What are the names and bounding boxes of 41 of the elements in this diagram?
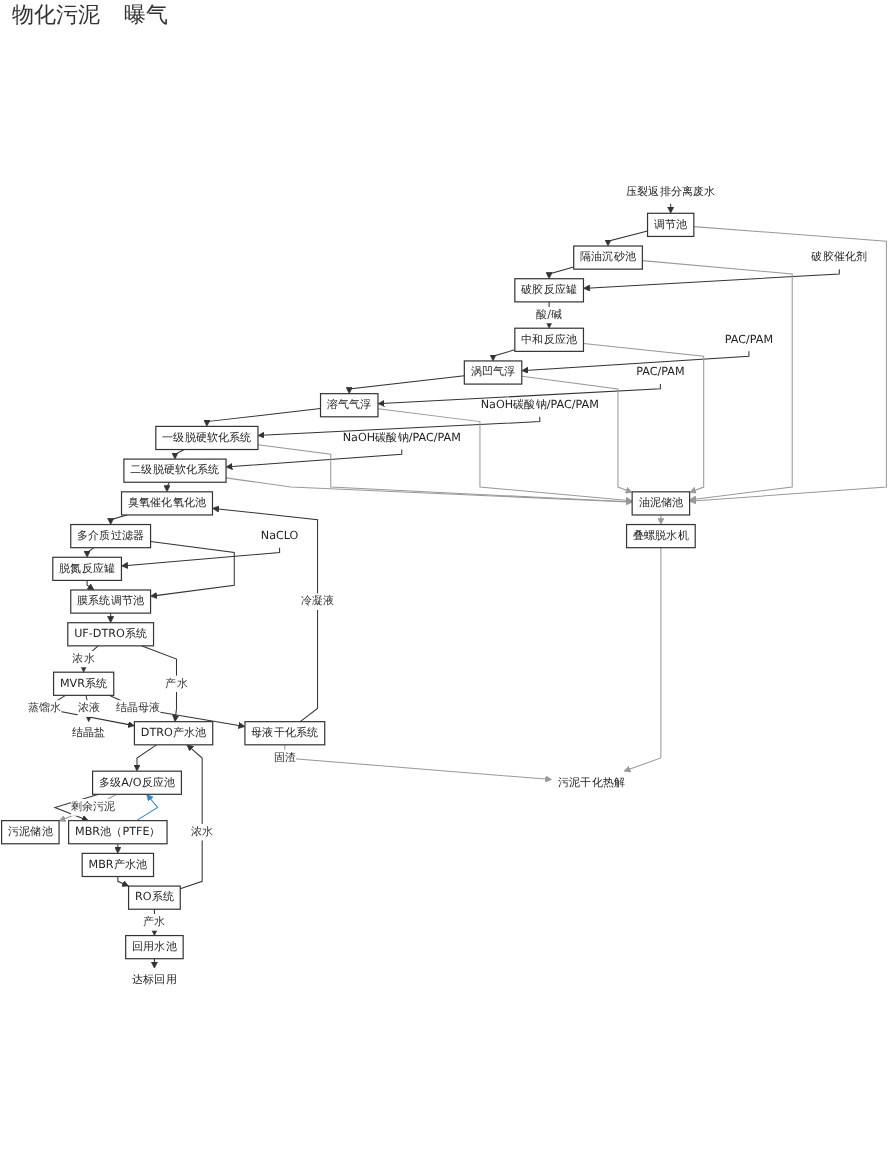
arrow: [604, 230, 649, 247]
arrow: [641, 260, 793, 503]
arrow: [284, 744, 553, 783]
arrow: [667, 203, 675, 214]
arrow: [140, 645, 180, 722]
arrow: [150, 908, 158, 936]
arrow: [108, 694, 246, 729]
arrow: [689, 226, 887, 505]
arrow: [133, 744, 157, 772]
arrow: [521, 350, 750, 374]
arrow: [623, 547, 662, 773]
arrow: [86, 579, 95, 591]
note-text: 物化污泥: [12, 0, 100, 30]
arrow: [83, 547, 95, 558]
arrow: [150, 540, 235, 599]
arrow: [58, 793, 118, 822]
arrow: [225, 449, 403, 471]
note-text: 曝气: [124, 0, 168, 30]
arrow: [179, 744, 203, 890]
arrow: [377, 408, 633, 504]
arrow: [657, 514, 665, 525]
arrow: [121, 547, 281, 569]
arrow: [85, 694, 93, 722]
arrow: [203, 408, 322, 427]
arrow: [583, 268, 840, 292]
arrow: [345, 375, 465, 394]
arrow: [163, 481, 171, 493]
arrow: [257, 416, 541, 439]
arrow: [150, 958, 158, 969]
arrow: [225, 477, 633, 506]
arrow: [377, 383, 661, 407]
arrow: [114, 843, 122, 854]
arrow: [521, 375, 633, 494]
arrow: [117, 876, 129, 887]
arrow: [212, 505, 319, 723]
arrow: [107, 612, 115, 624]
arrow: [171, 449, 185, 460]
arrow: [545, 266, 575, 280]
arrow: [489, 349, 516, 362]
arrow: [135, 794, 159, 822]
arrow: [582, 342, 705, 494]
